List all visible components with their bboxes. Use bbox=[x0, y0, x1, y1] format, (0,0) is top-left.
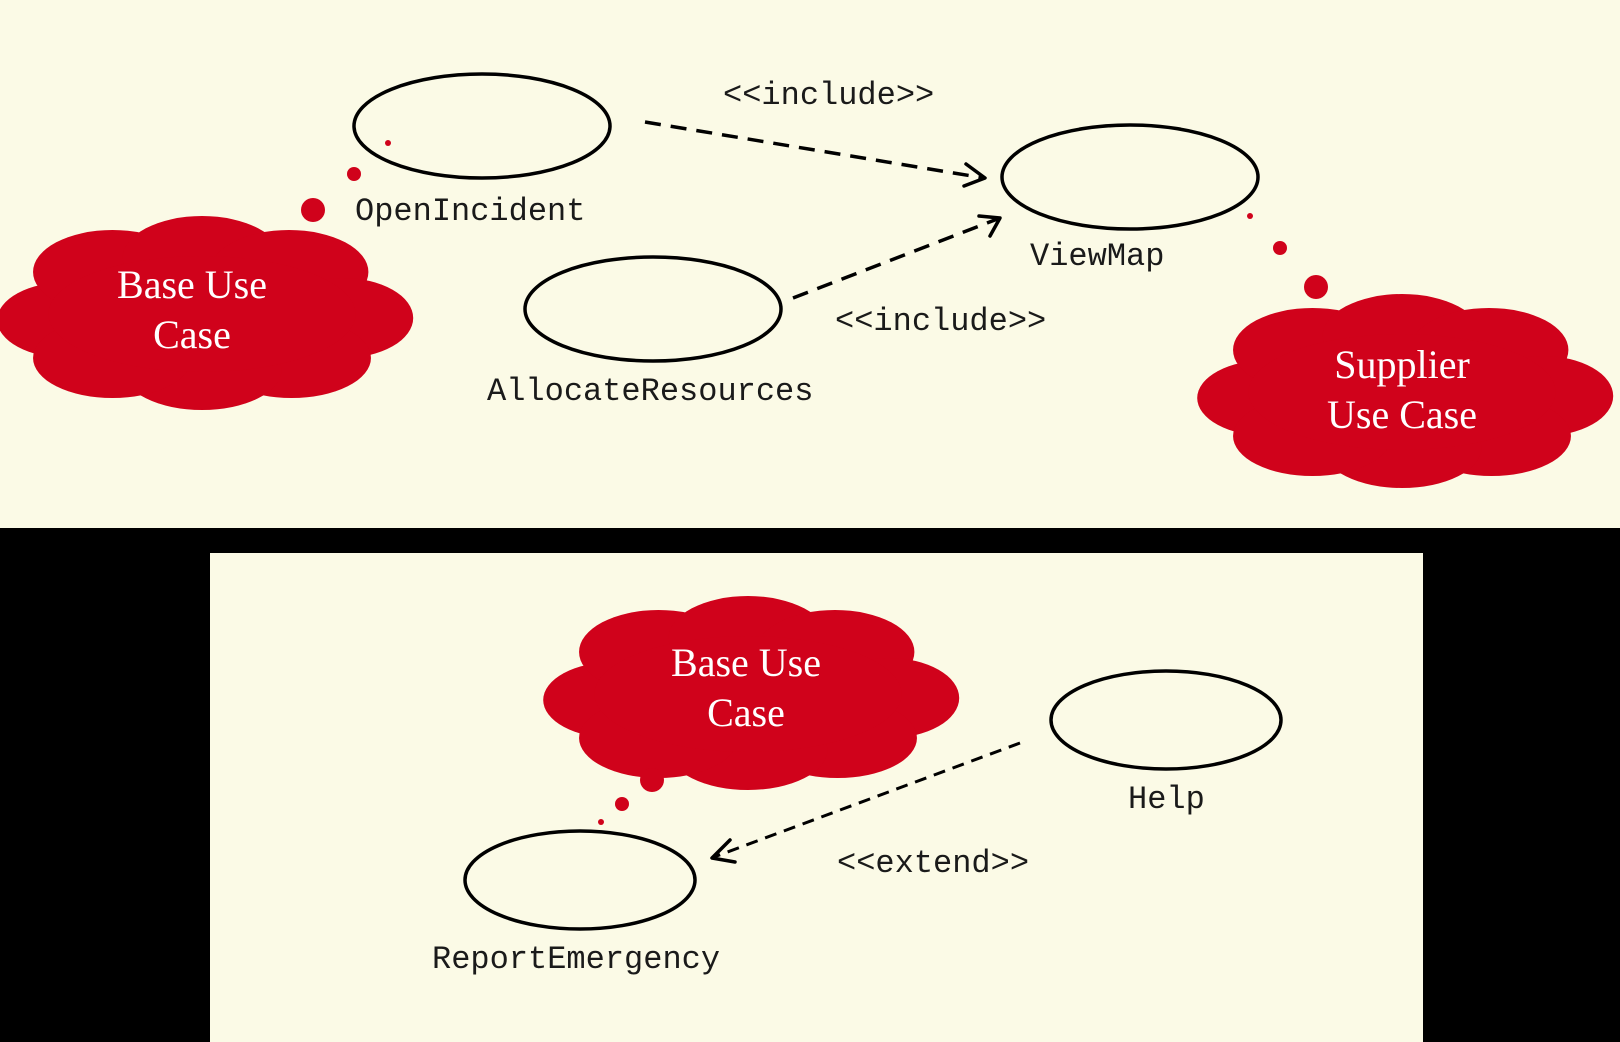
use-case-report-emergency-label: ReportEmergency bbox=[432, 941, 720, 978]
include-arrow-lower-head bbox=[977, 214, 1002, 238]
include-arrow-upper-head bbox=[962, 162, 987, 188]
base-use-case-bottom-line2: Case bbox=[707, 690, 785, 735]
use-case-report-emergency-ellipse[interactable] bbox=[463, 829, 697, 931]
extend-arrow-head bbox=[710, 838, 737, 864]
use-case-view-map-ellipse[interactable] bbox=[1000, 123, 1260, 231]
use-case-allocate-resources-ellipse[interactable] bbox=[523, 255, 783, 363]
use-case-open-incident-label: OpenIncident bbox=[355, 193, 585, 230]
include-label-lower: <<include>> bbox=[835, 303, 1046, 340]
use-case-allocate-resources-label: AllocateResources bbox=[487, 373, 813, 410]
base-use-case-bottom-line1: Base Use bbox=[671, 640, 821, 685]
base-use-case-note-top: Base Use Case bbox=[0, 140, 414, 410]
extend-label: <<extend>> bbox=[837, 845, 1029, 882]
include-arrow-lower-line bbox=[792, 216, 1001, 300]
extend-arrow-line bbox=[713, 741, 1021, 859]
base-use-case-note-bottom: Base Use Case bbox=[543, 596, 960, 825]
use-case-help-ellipse[interactable] bbox=[1049, 669, 1283, 771]
include-label-upper: <<include>> bbox=[723, 77, 934, 114]
include-arrow-upper-line bbox=[644, 120, 985, 180]
use-case-view-map-label: ViewMap bbox=[1030, 238, 1164, 275]
use-case-help-label: Help bbox=[1128, 781, 1205, 818]
supplier-use-case-line2: Use Case bbox=[1327, 392, 1477, 437]
supplier-use-case-line1: Supplier bbox=[1334, 342, 1470, 387]
base-use-case-top-line1: Base Use bbox=[117, 262, 267, 307]
use-case-open-incident-ellipse[interactable] bbox=[352, 72, 612, 180]
base-use-case-top-line2: Case bbox=[153, 312, 231, 357]
supplier-use-case-note: Supplier Use Case bbox=[1197, 213, 1614, 488]
